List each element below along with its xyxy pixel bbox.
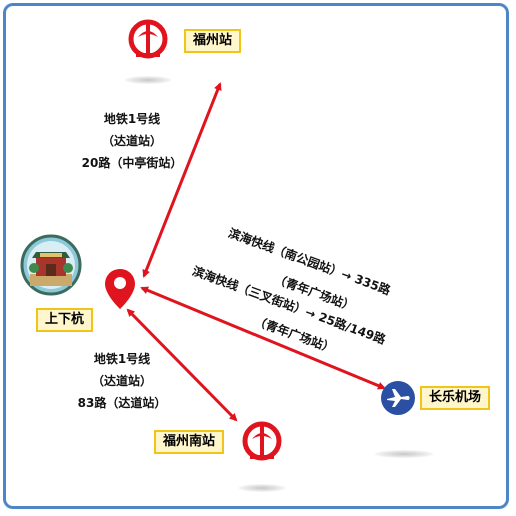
route-info-fuzhou-south: 地铁1号线 （达道站） 83路（达道站） (66, 348, 178, 414)
railway-logo-icon (242, 421, 282, 461)
icon-shadow (124, 76, 172, 84)
airplane-icon (381, 381, 415, 415)
route-info-line: （达道站） (101, 134, 162, 148)
route-info-line: 地铁1号线 (103, 112, 161, 126)
landmark-gate-icon (20, 234, 82, 296)
station-label-fuzhou-south: 福州南站 (154, 430, 225, 454)
station-label-shangxiahang: 上下杭 (36, 308, 94, 332)
route-info-fuzhou: 地铁1号线 （达道站） 20路（中亭街站） (76, 108, 188, 174)
icon-shadow (374, 450, 434, 458)
route-arrow-fuzhou-south (126, 308, 238, 422)
icon-shadow (238, 484, 286, 492)
railway-logo-icon (128, 19, 168, 59)
station-label-changle-airport: 长乐机场 (420, 386, 491, 410)
route-info-line: 83路（达道站） (77, 396, 167, 410)
route-arrow-fuzhou (142, 82, 222, 278)
route-info-line: 20路（中亭街站） (81, 156, 183, 170)
station-label-fuzhou: 福州站 (184, 29, 242, 53)
location-pin-icon (105, 269, 135, 309)
route-info-line: （达道站） (91, 374, 152, 388)
route-arrow-airport (140, 286, 386, 390)
route-info-line: 地铁1号线 (93, 352, 151, 366)
